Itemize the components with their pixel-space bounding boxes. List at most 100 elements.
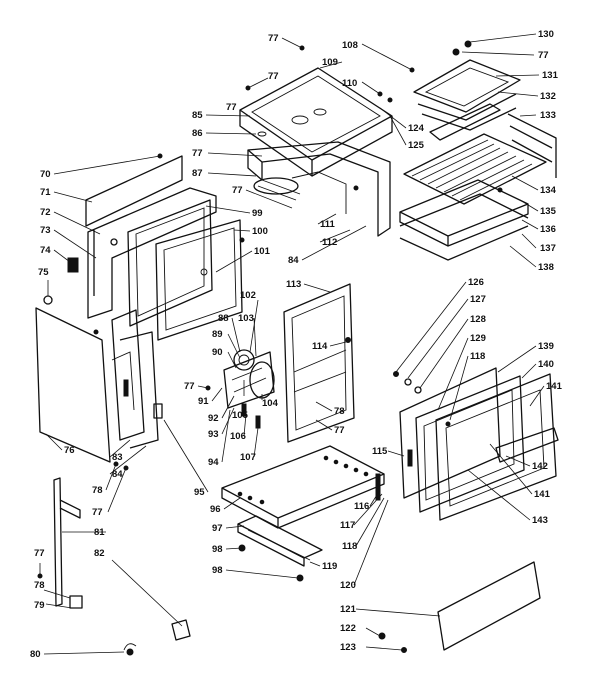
callout-88: 88 <box>218 313 229 324</box>
callout-142: 142 <box>532 461 548 472</box>
callout-79: 79 <box>34 600 45 611</box>
callout-101: 101 <box>254 246 271 257</box>
callout-139: 139 <box>538 341 554 352</box>
callout-96: 96 <box>210 504 221 515</box>
callout-70: 70 <box>40 169 51 180</box>
callout-84: 84 <box>288 255 299 266</box>
callout-106: 106 <box>230 431 246 442</box>
callout-117: 117 <box>340 520 355 531</box>
oven-rack <box>403 113 557 205</box>
callout-129: 129 <box>470 333 486 344</box>
callout-135: 135 <box>540 206 557 217</box>
top-panel-assembly <box>239 67 393 177</box>
callout-77: 77 <box>226 102 237 113</box>
callout-72: 72 <box>40 207 51 218</box>
callout-130: 130 <box>538 29 554 40</box>
callout-78: 78 <box>334 406 345 417</box>
callout-77: 77 <box>268 71 279 82</box>
callout-77: 77 <box>92 507 103 518</box>
hinge-parts <box>375 371 422 501</box>
callout-81: 81 <box>94 527 105 538</box>
grill-assembly <box>413 40 521 141</box>
broil-pan <box>399 179 529 261</box>
callout-77: 77 <box>232 185 243 196</box>
oven-bottom <box>221 445 385 529</box>
callout-80: 80 <box>30 649 41 660</box>
callout-77: 77 <box>268 33 279 44</box>
callout-113: 113 <box>286 279 301 290</box>
callout-128: 128 <box>470 314 486 325</box>
callout-92: 92 <box>208 413 219 424</box>
callout-103: 103 <box>238 313 254 324</box>
callout-136: 136 <box>540 224 556 235</box>
callout-75: 75 <box>38 267 49 278</box>
callout-91: 91 <box>198 396 209 407</box>
callout-77: 77 <box>538 50 549 61</box>
kick-panel <box>378 561 541 653</box>
callout-82: 82 <box>94 548 105 559</box>
callout-98: 98 <box>212 544 223 555</box>
callout-133: 133 <box>540 110 556 121</box>
callout-89: 89 <box>212 329 223 340</box>
callout-125: 125 <box>408 140 425 151</box>
callout-83: 83 <box>112 452 123 463</box>
callout-127: 127 <box>470 294 486 305</box>
callout-87: 87 <box>192 168 203 179</box>
oven-door <box>399 367 559 521</box>
callout-107: 107 <box>240 452 256 463</box>
callout-138: 138 <box>538 262 554 273</box>
callout-108: 108 <box>342 40 358 51</box>
callout-77: 77 <box>334 425 345 436</box>
callout-97: 97 <box>212 523 223 534</box>
callout-141: 141 <box>534 489 551 500</box>
callout-86: 86 <box>192 128 203 139</box>
oven-liner-frame <box>283 283 355 443</box>
callout-102: 102 <box>240 290 256 301</box>
callout-118: 118 <box>342 541 357 552</box>
callout-119: 119 <box>322 561 337 572</box>
callout-114: 114 <box>312 341 328 352</box>
callout-118: 118 <box>470 351 485 362</box>
control-valves <box>153 349 275 429</box>
callout-74: 74 <box>40 245 51 256</box>
callout-134: 134 <box>540 185 557 196</box>
side-panel <box>35 295 111 463</box>
callout-71: 71 <box>40 187 51 198</box>
callout-78: 78 <box>34 580 45 591</box>
callout-90: 90 <box>212 347 223 358</box>
callout-143: 143 <box>532 515 548 526</box>
leader-lines <box>39 33 545 655</box>
callout-141: 141 <box>546 381 563 392</box>
callout-120: 120 <box>340 580 356 591</box>
callout-137: 137 <box>540 243 556 254</box>
callout-123: 123 <box>340 642 356 653</box>
arrow-marks <box>37 45 415 579</box>
callout-77: 77 <box>184 381 195 392</box>
callout-99: 99 <box>252 208 263 219</box>
callout-98: 98 <box>212 565 223 576</box>
callout-122: 122 <box>340 623 356 634</box>
callout-140: 140 <box>538 359 554 370</box>
callout-76: 76 <box>64 445 75 456</box>
callout-95: 95 <box>194 487 205 498</box>
bottom-holes <box>237 455 369 505</box>
oven-burner <box>237 515 323 582</box>
callout-77: 77 <box>192 148 203 159</box>
callout-126: 126 <box>468 277 484 288</box>
leveling-parts <box>53 477 191 656</box>
callout-labels: 77 77 108 77 130 109 77 110 131 85 124 1… <box>30 29 563 660</box>
callout-93: 93 <box>208 429 219 440</box>
callout-85: 85 <box>192 110 203 121</box>
callout-111: 111 <box>320 219 336 230</box>
callout-116: 116 <box>354 501 369 512</box>
callout-100: 100 <box>252 226 268 237</box>
callout-105: 105 <box>232 410 249 421</box>
callout-124: 124 <box>408 123 425 134</box>
burner-box <box>247 141 391 237</box>
side-frame <box>111 309 159 449</box>
callout-94: 94 <box>208 457 219 468</box>
callout-132: 132 <box>540 91 556 102</box>
callout-104: 104 <box>262 398 279 409</box>
callout-112: 112 <box>322 237 337 248</box>
callout-121: 121 <box>340 604 357 615</box>
